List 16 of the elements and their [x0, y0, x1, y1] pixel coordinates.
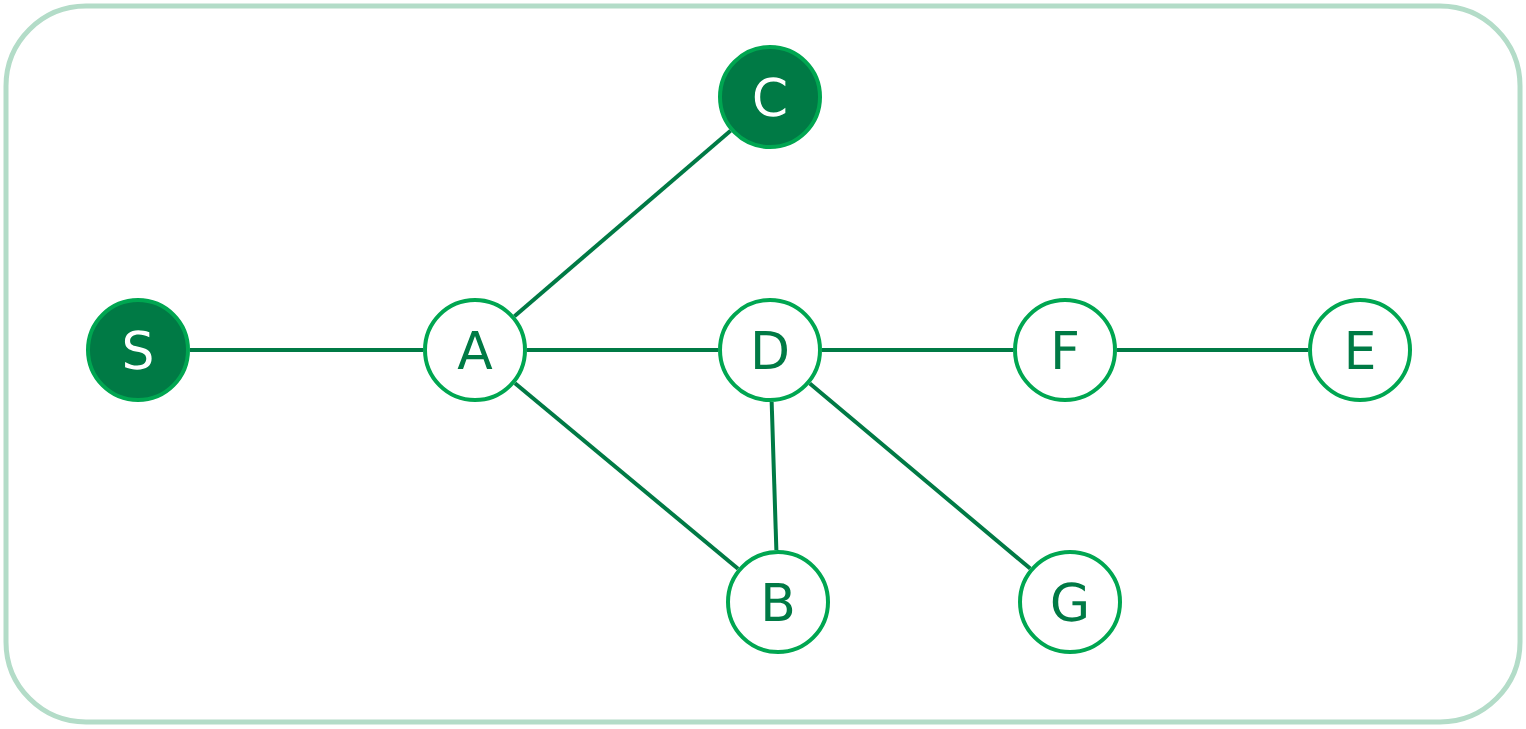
connector-line	[527, 348, 718, 352]
connector-line	[513, 129, 732, 318]
circle-node: E	[1308, 298, 1412, 402]
connector-line	[769, 401, 779, 551]
circle-node: B	[726, 550, 830, 654]
connector-line	[190, 348, 423, 352]
connector-line	[513, 381, 740, 571]
filled-circle-node: C	[718, 45, 822, 149]
circle-node: A	[423, 298, 527, 402]
circle-node: D	[718, 298, 822, 402]
circle-node: F	[1013, 298, 1117, 402]
filled-circle-node: S	[86, 298, 190, 402]
connector-line	[1117, 348, 1308, 352]
connector-line	[822, 348, 1013, 352]
connector-line	[808, 381, 1032, 571]
circle-node: G	[1018, 550, 1122, 654]
